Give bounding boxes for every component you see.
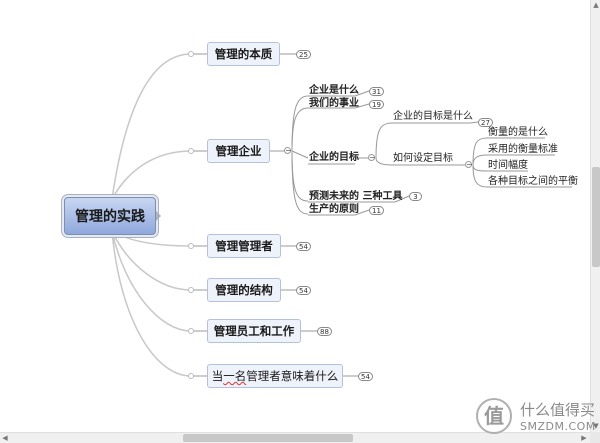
scroll-down-icon[interactable]: ▼ (593, 422, 599, 430)
subtopic-setting-objectives[interactable]: 如何设定目标 (393, 153, 453, 164)
topic-label: 管理企业 (215, 144, 262, 158)
count-badge[interactable]: 31 (369, 87, 384, 96)
label-suffix: 管理者意味着什么 (246, 369, 339, 383)
count-badge[interactable]: 27 (478, 118, 493, 127)
watermark: 值 什么值得买 SMZDM.COM (476, 396, 596, 440)
vertical-scrollbar[interactable]: ▲ ▼ (590, 0, 600, 432)
subtopic-business-objectives[interactable]: 企业的目标 (309, 152, 359, 163)
root-topic[interactable]: 管理的实践 (64, 197, 156, 235)
topic-managing-business[interactable]: 管理企业 (207, 139, 270, 163)
subtopic-what-is-business[interactable]: 企业是什么 (309, 85, 359, 96)
topic-managing-workers[interactable]: 管理员工和工作 (207, 319, 301, 343)
watermark-title: 什么值得买 (520, 401, 596, 419)
topic-management-essence[interactable]: 管理的本质 (207, 42, 280, 66)
subtopic-our-business[interactable]: 我们的事业 (309, 98, 359, 109)
scroll-up-icon[interactable]: ▲ (593, 1, 599, 9)
topic-management-structure[interactable]: 管理的结构 (207, 278, 281, 302)
collapse-icon[interactable]: − (284, 146, 292, 155)
vertical-scroll-thumb[interactable] (592, 167, 600, 267)
leaf-objective-balance[interactable]: 各种目标之间的平衡 (488, 176, 578, 187)
watermark-logo-icon: 值 (476, 398, 512, 434)
count-badge[interactable]: 19 (369, 100, 384, 109)
scroll-right-icon[interactable]: ▶ (581, 434, 587, 442)
count-badge[interactable]: 54 (358, 372, 373, 381)
subtopic-what-are-objectives[interactable]: 企业的目标是什么 (393, 111, 473, 122)
topic-label: 管理员工和工作 (213, 324, 295, 338)
subtopic-forecasting-tools[interactable]: 预测未来的 三种工具 (309, 191, 403, 202)
label-prefix: 当 (211, 369, 224, 383)
topic-label: 管理的结构 (215, 283, 273, 297)
count-badge[interactable]: 54 (296, 242, 311, 251)
topic-label: 当一名管理者意味着什么 (212, 368, 339, 384)
collapse-icon[interactable]: − (465, 160, 473, 169)
spellcheck-word: 一名 (223, 369, 247, 383)
count-badge[interactable]: 88 (317, 327, 332, 336)
leaf-measurement-standard[interactable]: 采用的衡量标准 (488, 144, 558, 155)
root-arrow-icon (156, 211, 161, 221)
mindmap-canvas[interactable]: 管理的实践 管理的本质 25 管理企业 − 管理管理者 54 管理的结构 54 … (0, 0, 590, 432)
count-badge[interactable]: 25 (296, 50, 311, 59)
leaf-time-span[interactable]: 时间幅度 (488, 160, 528, 171)
watermark-domain: SMZDM.COM (520, 420, 596, 433)
topic-label: 管理的本质 (214, 47, 273, 61)
scrollbar-corner (590, 432, 600, 443)
root-label: 管理的实践 (75, 209, 145, 225)
count-badge[interactable]: 11 (369, 206, 384, 215)
horizontal-scrollbar[interactable]: ◀ ▶ (0, 432, 590, 443)
collapse-icon[interactable]: − (368, 153, 376, 162)
horizontal-scroll-thumb[interactable] (183, 434, 353, 442)
subtopic-production-principles[interactable]: 生产的原则 (309, 204, 359, 215)
scroll-left-icon[interactable]: ◀ (2, 434, 8, 442)
leaf-what-measured[interactable]: 衡量的是什么 (488, 127, 548, 138)
topic-managing-managers[interactable]: 管理管理者 (207, 234, 281, 258)
connector-lines (111, 51, 572, 379)
topic-label: 管理管理者 (215, 239, 273, 253)
topic-what-manager-means[interactable]: 当一名管理者意味着什么 (207, 364, 343, 388)
count-badge[interactable]: 54 (296, 286, 311, 295)
count-badge[interactable]: 3 (409, 192, 422, 201)
